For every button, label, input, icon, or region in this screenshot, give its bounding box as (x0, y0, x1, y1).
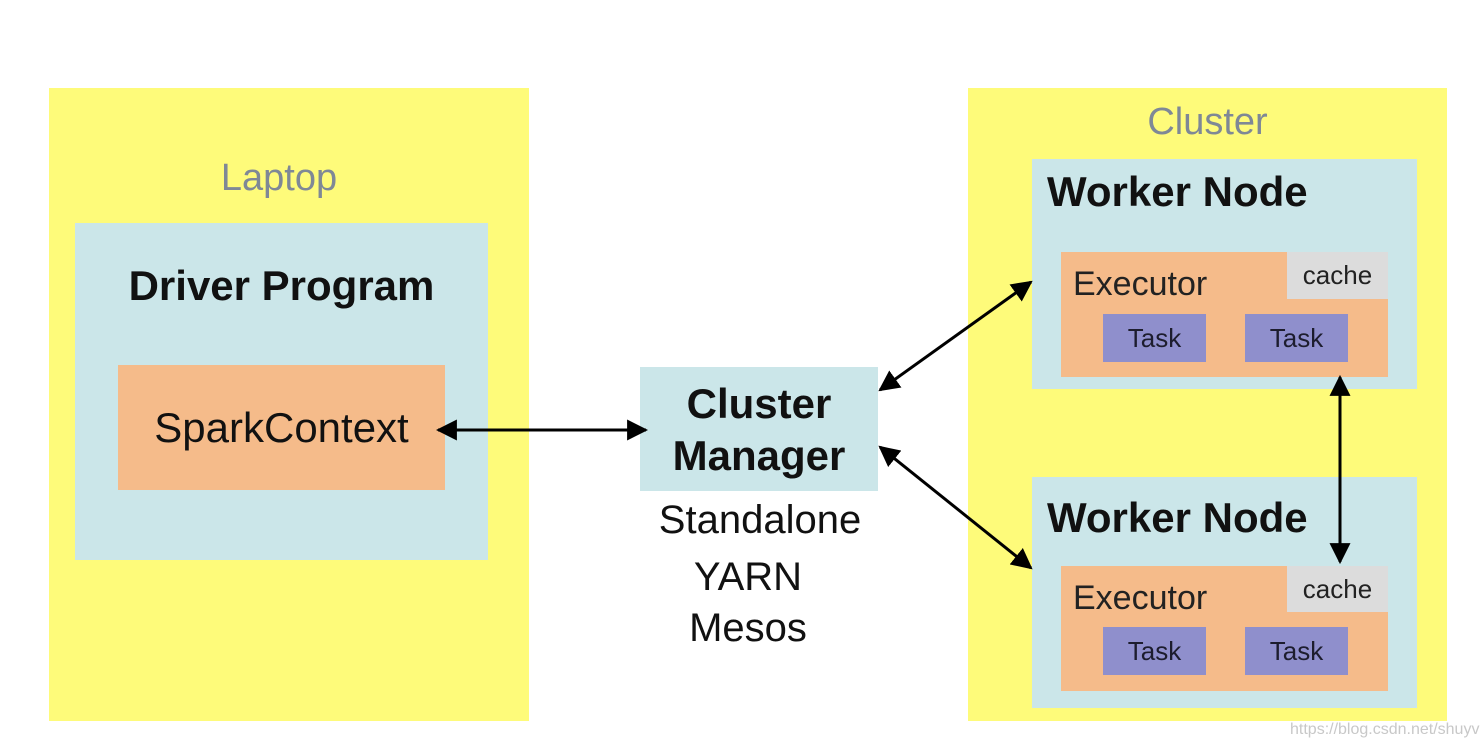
cluster-manager-title-line2: Manager (672, 432, 846, 479)
cache-1: cache (1287, 252, 1388, 299)
driver-program-title: Driver Program (128, 262, 435, 309)
laptop-label: Laptop (220, 156, 338, 199)
cluster-label: Cluster (1147, 100, 1268, 143)
worker-node-2-title: Worker Node (1047, 494, 1308, 541)
watermark: https://blog.csdn.net/shuyv (1290, 721, 1480, 738)
spark-context-box: SparkContext (118, 365, 445, 490)
manager-option-mesos: Mesos (689, 605, 807, 650)
task-1a: Task (1103, 314, 1206, 362)
executor-1-label: Executor (1073, 265, 1208, 303)
worker-node-1-title: Worker Node (1047, 168, 1308, 215)
cluster-manager-box: Cluster Manager (640, 367, 878, 491)
manager-option-yarn: YARN (693, 554, 803, 599)
spark-context-label: SparkContext (154, 403, 409, 451)
cluster-manager-title-line1: Cluster (686, 380, 832, 427)
task-1b: Task (1245, 314, 1348, 362)
manager-option-standalone: Standalone (658, 497, 862, 542)
cache-2: cache (1287, 566, 1388, 612)
executor-2-label: Executor (1073, 579, 1208, 617)
task-2b: Task (1245, 627, 1348, 675)
task-2a: Task (1103, 627, 1206, 675)
